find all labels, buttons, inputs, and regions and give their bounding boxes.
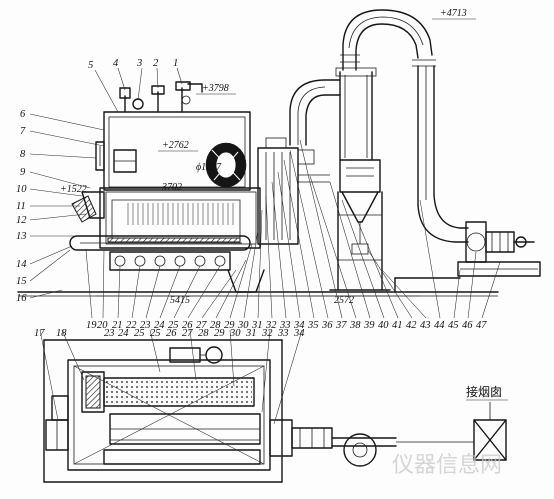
dimension-grate: 3702 [161, 182, 182, 193]
callout-33: 33 [279, 320, 291, 331]
boiler-elevation [17, 81, 499, 297]
callout-28: 28 [210, 320, 221, 331]
plan-callout-31: 31 [245, 328, 257, 339]
callout-34: 34 [293, 320, 305, 331]
boiler-plan [43, 339, 507, 483]
callout-11: 11 [16, 201, 26, 212]
callout-29: 29 [224, 320, 235, 331]
callout-14: 14 [16, 259, 27, 270]
callout-8: 8 [20, 149, 26, 160]
plan-callout-29: 29 [214, 328, 225, 339]
callout-7: 7 [20, 126, 26, 137]
bottom-callouts: 19 20 21 22 23 24 25 26 27 28 29 30 31 3… [86, 320, 487, 331]
callout-35: 35 [307, 320, 319, 331]
plan-callout-30: 30 [229, 328, 241, 339]
dimension-right-length: 2572 [334, 295, 354, 306]
callout-20: 20 [97, 320, 108, 331]
plan-label: 接烟囱 [466, 384, 502, 399]
callout-42: 42 [406, 320, 417, 331]
elevation-marks: +4713 +3798 +2762 ϕ1827 +1522 3702 5415 … [60, 8, 508, 401]
elevation-left-level: +1522 [60, 184, 87, 195]
plan-callout-34: 34 [293, 328, 305, 339]
callout-6: 6 [20, 109, 26, 120]
callout-39: 39 [363, 320, 375, 331]
callout-26: 26 [182, 320, 193, 331]
callout-13: 13 [16, 231, 27, 242]
elevation-drum-center: +2762 [162, 140, 189, 151]
callout-30: 30 [237, 320, 249, 331]
elevation-top: +4713 [440, 8, 467, 19]
plan-callout-25a: 25 [134, 328, 145, 339]
callout-18: 18 [56, 328, 67, 339]
watermark: 仪器信息网 [392, 453, 502, 478]
callout-40: 40 [378, 320, 389, 331]
plan-callouts: 17 18 23 24 25 25 26 27 28 29 30 31 32 3… [34, 328, 305, 339]
callout-21: 21 [112, 320, 123, 331]
callout-2: 2 [153, 58, 159, 69]
callout-41: 41 [392, 320, 403, 331]
callout-15: 15 [16, 276, 27, 287]
callout-16: 16 [16, 293, 27, 304]
callout-46: 46 [462, 320, 473, 331]
leader-lines [29, 67, 501, 425]
callout-27: 27 [196, 320, 207, 331]
callout-37: 37 [335, 320, 347, 331]
plan-callout-33: 33 [277, 328, 289, 339]
plan-callout-23: 23 [104, 328, 115, 339]
plan-callout-24: 24 [118, 328, 129, 339]
plan-callout-25b: 25 [150, 328, 161, 339]
left-callouts: 6 7 8 9 10 11 12 13 14 15 16 [16, 109, 27, 304]
diameter-mark: ϕ1827 [196, 162, 222, 173]
callout-45: 45 [448, 320, 459, 331]
callout-32: 32 [265, 320, 277, 331]
plan-callout-32: 32 [261, 328, 273, 339]
callout-44: 44 [434, 320, 445, 331]
callout-43: 43 [420, 320, 431, 331]
tube-bank [127, 203, 234, 225]
plan-callout-28: 28 [198, 328, 209, 339]
callout-36: 36 [321, 320, 333, 331]
elevation-drum-top: +3798 [202, 83, 229, 94]
callout-19: 19 [86, 320, 97, 331]
callout-31: 31 [251, 320, 263, 331]
callout-5: 5 [88, 60, 93, 71]
top-callouts: 5 4 3 2 1 [88, 58, 178, 71]
plan-callout-27: 27 [182, 328, 193, 339]
callout-9: 9 [20, 167, 26, 178]
callout-1: 1 [173, 58, 178, 69]
callout-10: 10 [16, 184, 27, 195]
callout-12: 12 [16, 215, 27, 226]
callout-25: 25 [168, 320, 179, 331]
plan-callout-26: 26 [166, 328, 177, 339]
callout-23: 23 [140, 320, 151, 331]
dimension-length: 5415 [170, 295, 190, 306]
flue-duct [289, 9, 541, 293]
callout-4: 4 [113, 58, 119, 69]
callout-38: 38 [349, 320, 361, 331]
callout-17: 17 [34, 328, 45, 339]
callout-3: 3 [136, 58, 142, 69]
callout-24: 24 [154, 320, 165, 331]
callout-22: 22 [126, 320, 137, 331]
callout-47: 47 [476, 320, 487, 331]
